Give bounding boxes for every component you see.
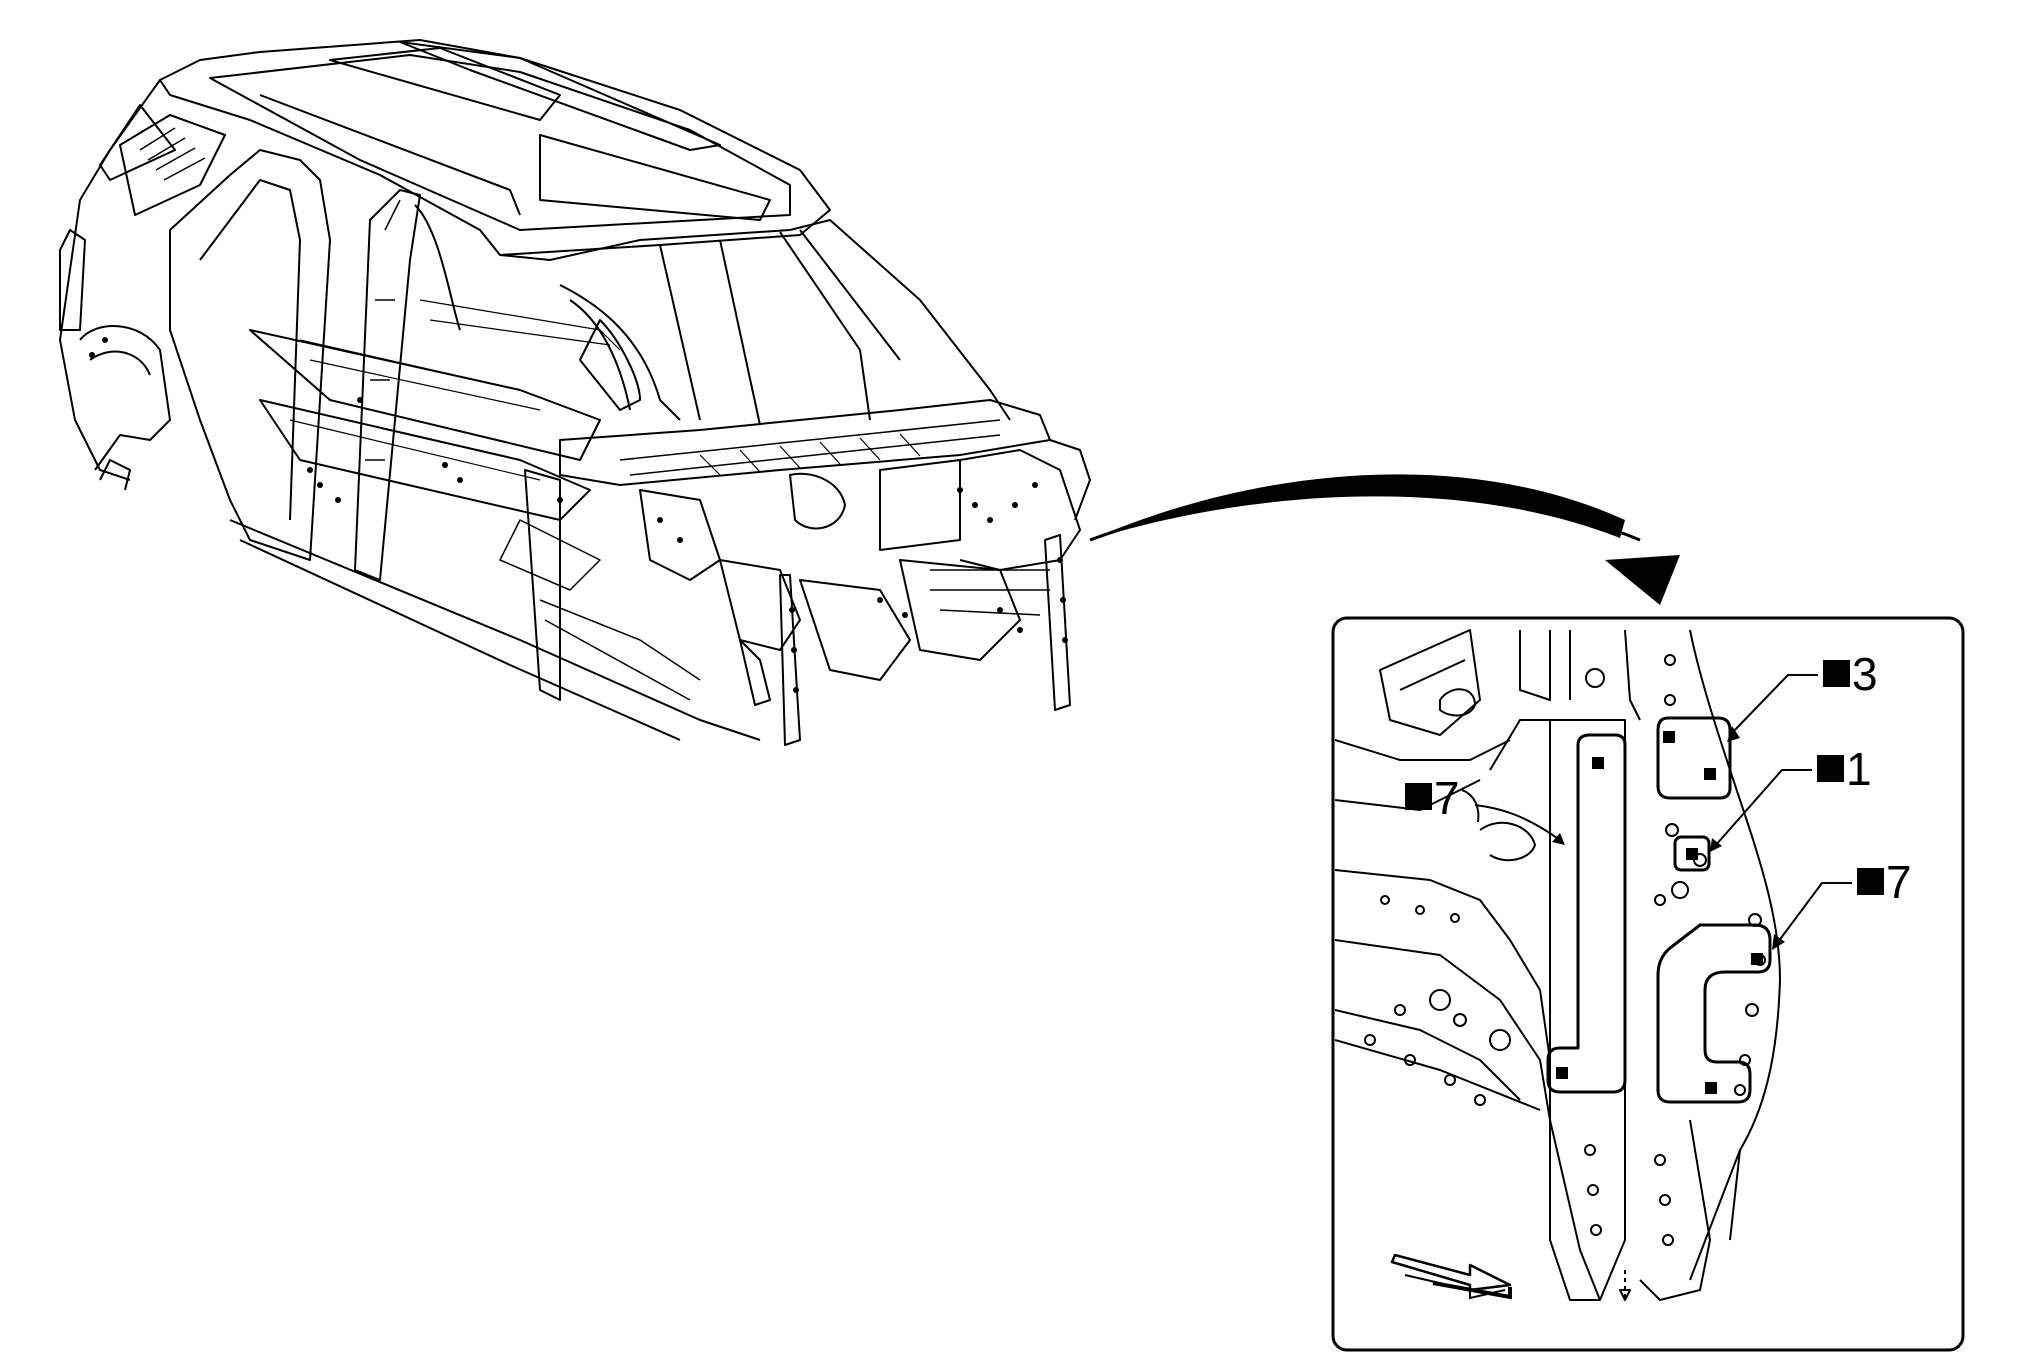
- detail-inset: 3 1 7 7: [1331, 616, 1965, 1352]
- detail-frame: [1331, 616, 1965, 1352]
- callout-3: 3: [1823, 648, 1878, 700]
- callout-7-left-number: 7: [1434, 772, 1460, 824]
- leader-arrowheads: [1552, 726, 1785, 950]
- front-direction-arrow-icon: [1390, 1253, 1512, 1300]
- callout-1-number: 1: [1846, 743, 1872, 795]
- inset-hole-dots: [1364, 654, 1766, 1246]
- square-weld-marker-icon: [1556, 731, 1763, 1094]
- weld-group-outlines: [1546, 716, 1772, 1104]
- callout-leader-lines: [1461, 674, 1852, 943]
- callout-7-right: 7: [1857, 856, 1912, 908]
- vehicle-body-shell: [59, 39, 1091, 746]
- callout-1: 1: [1817, 743, 1872, 795]
- curved-pointer-arrow-icon: [1089, 474, 1680, 605]
- callout-3-number: 3: [1852, 648, 1878, 700]
- callout-7-left: 7: [1405, 772, 1460, 824]
- vehicle-hole-dots: [89, 337, 1068, 693]
- callout-7-right-number: 7: [1886, 856, 1912, 908]
